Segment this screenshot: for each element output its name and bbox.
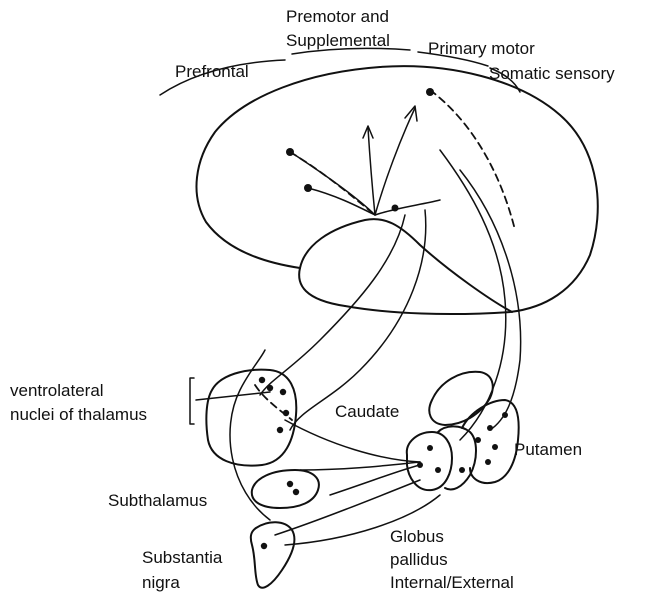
cortex-fiber-2 [308,188,375,215]
thalamus-dot-2 [267,385,273,391]
descending-pathways [230,150,521,545]
sensory-dashed-fiber [430,90,515,230]
pathway-1 [260,215,405,395]
putamen-dot-3 [492,444,498,450]
subthalamus [252,470,319,508]
substantia-nigra-outline [251,522,295,587]
cortex-dot-1 [286,148,294,156]
lentiform-nucleus [407,400,519,490]
gp-dot-1 [427,445,433,451]
putamen-dot-4 [502,412,508,418]
label-globus-line1: Globus [390,527,444,546]
subthalamus-dot-1 [287,481,293,487]
thalamus-pointer-line [196,392,270,400]
labels: Premotor and Supplemental Primary motor … [10,7,615,592]
pathway-5 [285,420,420,462]
pathway-3 [440,150,506,440]
thalamus-dot-3 [280,389,286,395]
arrowhead-2 [405,106,417,121]
diencephalon-outline [300,219,512,312]
thalamus-bracket [190,378,194,424]
cortex-fiber-3 [368,128,375,215]
label-prefrontal: Prefrontal [175,62,249,81]
thalamus-outline [206,370,296,466]
label-somatic-sensory: Somatic sensory [489,64,615,83]
cortex-dot-3 [426,88,434,96]
label-premotor-line1: Premotor and [286,7,389,26]
thalamus-dot-4 [283,410,289,416]
cortex-outline [196,66,597,314]
label-caudate: Caudate [335,402,399,421]
thalamus-dot-5 [277,427,283,433]
cortex-dot-2 [304,184,312,192]
label-subthalamus: Subthalamus [108,491,207,510]
label-ventrolateral-line2: nuclei of thalamus [10,405,147,424]
pathway-7 [330,465,420,495]
gp-dot-4 [459,467,465,473]
gp-dot-3 [435,467,441,473]
label-substantia-line2: nigra [142,573,180,592]
pathway-6 [300,462,420,470]
cortex-fiber-4 [375,200,440,215]
cortex-lower-curve [299,268,345,306]
caudate-outline [429,372,492,425]
label-premotor-line2: Supplemental [286,31,390,50]
cortex-fiber-5 [375,108,415,215]
gp-dot-2 [417,462,423,468]
cortex-dashed-fiber [290,152,375,215]
subthalamus-dot-2 [293,489,299,495]
subthalamus-outline [252,470,319,508]
label-substantia-line1: Substantia [142,548,223,567]
label-globus-line3: Internal/External [390,573,514,592]
substantia-nigra [251,522,295,587]
label-ventrolateral-line1: ventrolateral [10,381,104,400]
thalamus-dot-1 [259,377,265,383]
substantia-nigra-dot [261,543,267,549]
cortex-dot-4 [392,205,399,212]
label-globus-line2: pallidus [390,550,448,569]
pathway-2 [290,210,426,430]
putamen-dot-5 [485,459,491,465]
putamen-dot-2 [487,425,493,431]
pathway-10 [230,350,270,520]
putamen-outline [462,400,519,483]
cerebral-cortex [196,66,597,314]
putamen-dot-1 [475,437,481,443]
label-putamen: Putamen [514,440,582,459]
label-primary-motor: Primary motor [428,39,535,58]
